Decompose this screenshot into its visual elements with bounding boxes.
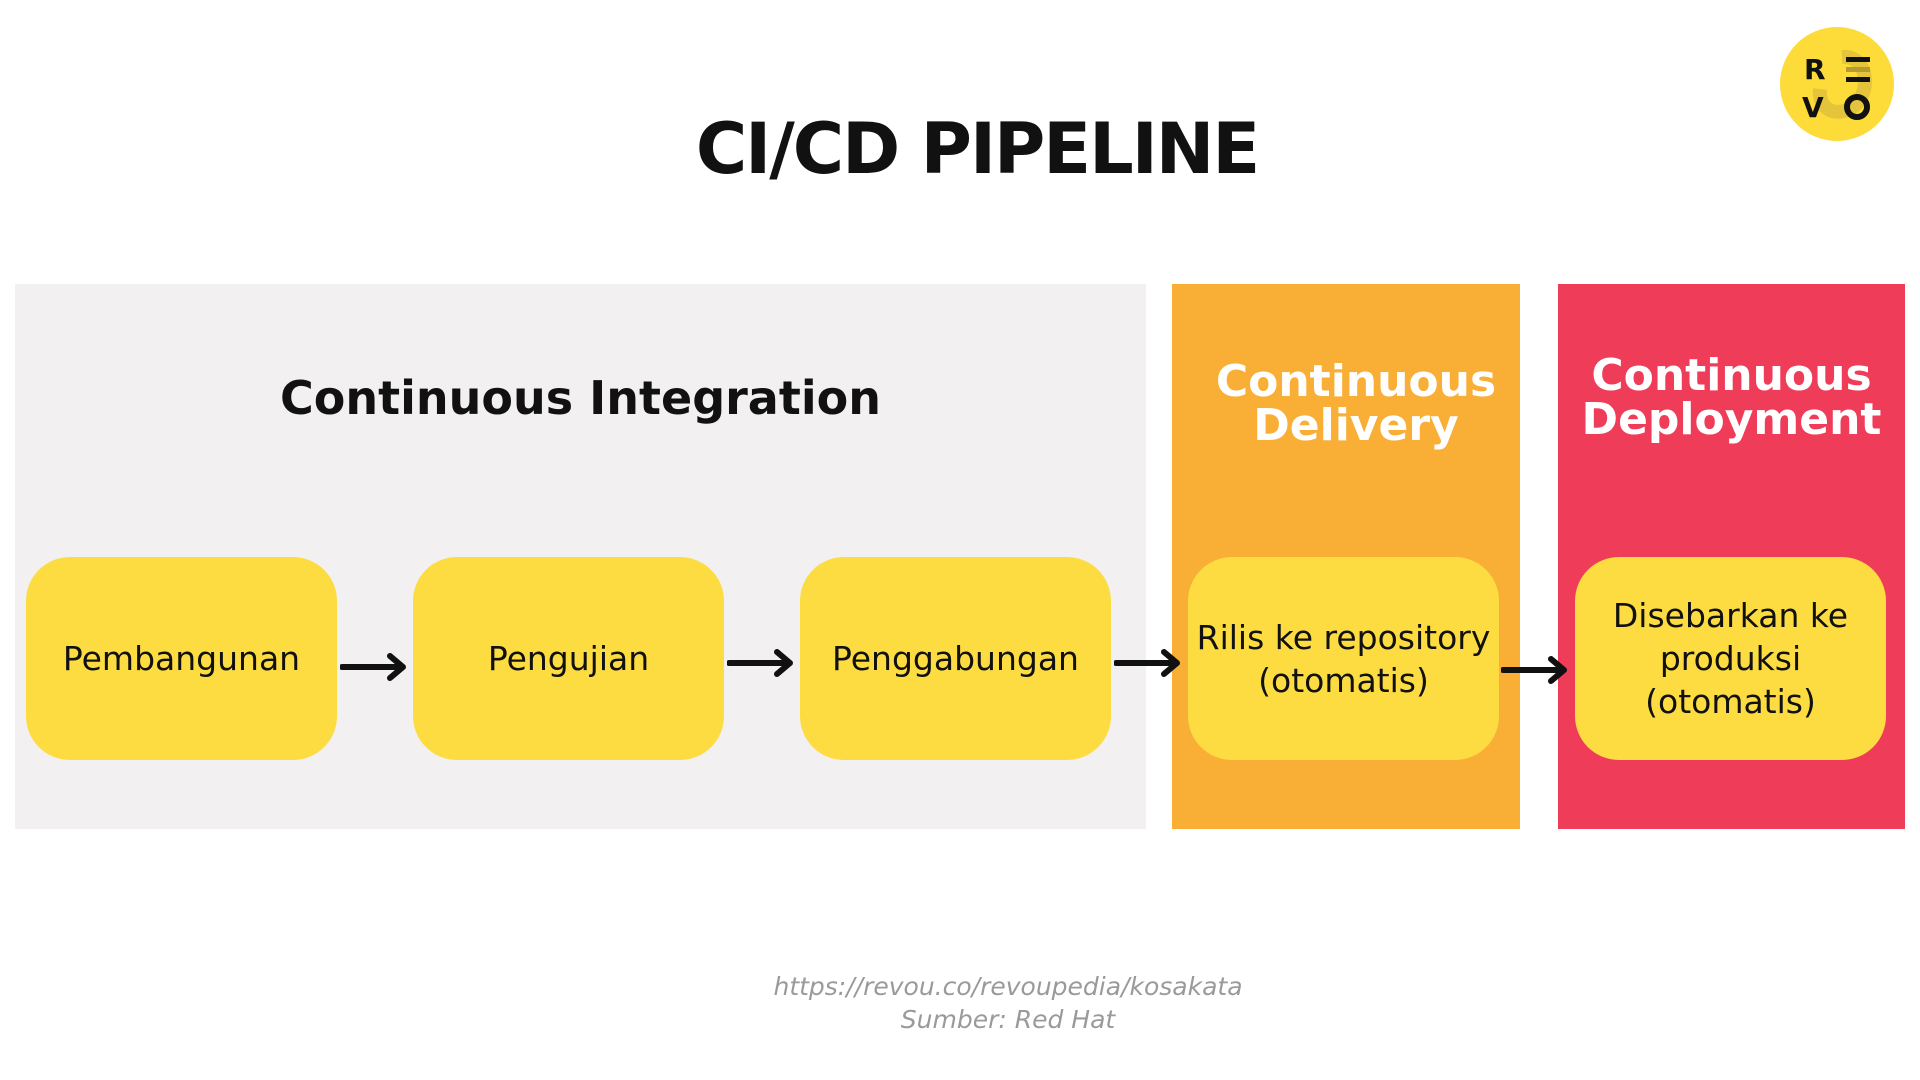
cd-heading-line2: Delivery [1253, 400, 1459, 451]
cd-heading: Continuous Delivery [1192, 360, 1520, 448]
step-disebarkan: Disebarkan ke produksi (otomatis) [1575, 557, 1886, 760]
cdep-heading: Continuous Deployment [1558, 354, 1905, 442]
step-pengujian: Pengujian [413, 557, 724, 760]
step-pembangunan: Pembangunan [26, 557, 337, 760]
cdep-heading-line2: Deployment [1581, 394, 1882, 445]
revo-logo: R V [1780, 27, 1894, 141]
cdep-heading-line1: Continuous [1591, 350, 1872, 401]
svg-text:V: V [1802, 91, 1824, 124]
source-credit: Sumber: Red Hat [900, 1005, 1116, 1034]
arrow-right-icon [1501, 656, 1567, 684]
footer: https://revou.co/revoupedia/kosakata Sum… [0, 970, 1920, 1036]
arrow-right-icon [340, 653, 406, 681]
svg-text:R: R [1804, 53, 1826, 86]
step-label-line2: produksi [1659, 639, 1802, 678]
source-url: https://revou.co/revoupedia/kosakata [773, 972, 1243, 1001]
step-label-line1: Rilis ke repository [1196, 617, 1491, 657]
step-label-line2: (otomatis) [1258, 660, 1429, 700]
step-label: Pembangunan [62, 639, 301, 678]
step-label: Penggabungan [832, 639, 1079, 678]
step-penggabungan: Penggabungan [800, 557, 1111, 760]
step-rilis: Rilis ke repository (otomatis) [1188, 557, 1499, 760]
step-label: Pengujian [487, 639, 650, 678]
ci-heading: Continuous Integration [280, 371, 881, 425]
arrow-right-icon [1114, 649, 1180, 677]
page-title: CI/CD PIPELINE [695, 108, 1260, 190]
step-label-line3: (otomatis) [1645, 682, 1816, 721]
arrow-right-icon [727, 649, 793, 677]
cd-heading-line1: Continuous [1215, 356, 1497, 407]
step-label-line1: Disebarkan ke [1612, 596, 1849, 635]
